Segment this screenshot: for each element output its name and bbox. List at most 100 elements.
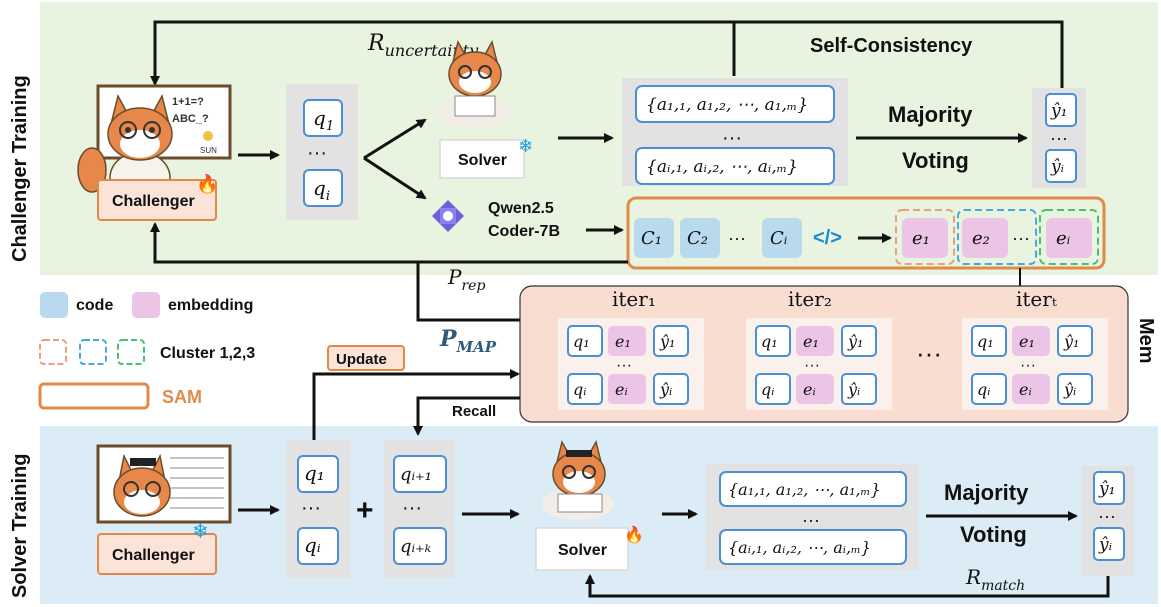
answer-set-box-i xyxy=(635,147,835,185)
majority-label-top: Majority xyxy=(888,102,973,127)
recalled-question-text-last: qᵢ₊ₖ xyxy=(400,536,432,557)
challenger-top-label: Challenger xyxy=(112,193,195,210)
question-box-1-bottom xyxy=(297,455,339,493)
challenger-character-top: 1+1=? ABC_? SUN xyxy=(77,84,232,205)
svg-text:ŷ₁: ŷ₁ xyxy=(659,332,675,351)
majority-label-bottom: Majority xyxy=(944,480,1029,505)
question-text-1-bottom: q₁ xyxy=(304,461,325,485)
svg-text:q₁: q₁ xyxy=(977,332,994,351)
memory-group-iter-1: q₁ e₁ ŷ₁ ··· qᵢ eᵢ ŷᵢ xyxy=(558,318,704,410)
iter-t-label: iterₜ xyxy=(1016,287,1057,311)
r-match-feedback-arrow xyxy=(585,574,1110,598)
question-box-1 xyxy=(303,99,343,137)
svg-text:ŷᵢ: ŷᵢ xyxy=(1063,380,1076,399)
code-ellipsis: ··· xyxy=(728,228,746,248)
iter-2-label: iter₂ xyxy=(788,287,832,311)
qwen-logo-icon xyxy=(432,200,464,232)
cluster-3-dashed-box xyxy=(1039,209,1099,265)
solver-top-label-box xyxy=(439,139,525,179)
legend-cluster-2-swatch xyxy=(79,339,107,365)
pseudo-label-text-1-top: ŷ₁ xyxy=(1050,101,1067,121)
answers-ellipsis-top: ··· xyxy=(722,127,742,149)
svg-text:qᵢ: qᵢ xyxy=(761,380,774,399)
sam-box xyxy=(626,196,1106,270)
p-map-label: PMAP xyxy=(439,326,497,356)
pseudo-labels-ellipsis-bottom: ··· xyxy=(1098,506,1116,526)
voting-label-top: Voting xyxy=(902,148,969,173)
answer-set-text-1: {a₁,₁, a₁,₂, ⋯, a₁,ₘ} xyxy=(646,95,808,115)
code-block-2 xyxy=(680,218,720,258)
update-arrow xyxy=(312,369,520,440)
p-rep-label: Prep xyxy=(447,265,485,294)
legend-sam-label: SAM xyxy=(162,387,202,407)
svg-text:q₁: q₁ xyxy=(761,332,778,351)
snowflake-icon: ❄ xyxy=(518,136,533,156)
svg-text:ŷ₁: ŷ₁ xyxy=(1063,332,1079,351)
update-label-box xyxy=(327,345,405,371)
svg-text:···: ··· xyxy=(1020,357,1036,374)
svg-text:ŷ₁: ŷ₁ xyxy=(847,332,863,351)
code-block-1 xyxy=(634,218,674,258)
qwen-coder-name-line1: Qwen2.5 xyxy=(488,200,554,217)
question-text-1: q1 xyxy=(313,106,334,134)
pseudo-label-box-1-top xyxy=(1045,93,1077,127)
answer-set-text-i: {aᵢ,₁, aᵢ,₂, ⋯, aᵢ,ₘ} xyxy=(646,157,798,177)
code-block-i xyxy=(762,218,802,258)
svg-text:1+1=?: 1+1=? xyxy=(172,96,204,108)
question-box-i-bottom xyxy=(297,527,339,565)
answer-set-box-1-bottom xyxy=(719,471,907,507)
embedding-block-1 xyxy=(902,218,948,258)
svg-text:SUN: SUN xyxy=(200,146,217,155)
legend-code-swatch xyxy=(40,292,68,318)
recalled-question-box-first xyxy=(393,455,447,493)
code-text-1: C₁ xyxy=(641,228,662,249)
legend-embedding-swatch xyxy=(132,292,160,318)
embedding-text-1: e₁ xyxy=(912,228,930,249)
branch-arrow-to-solver xyxy=(363,118,427,160)
pseudo-labels-ellipsis-top: ··· xyxy=(1050,128,1068,148)
recalled-question-text-first: qᵢ₊₁ xyxy=(400,464,432,485)
svg-text:e₁: e₁ xyxy=(1019,332,1035,351)
code-text-2: C₂ xyxy=(687,228,708,249)
fire-icon: 🔥 xyxy=(196,173,218,194)
challenger-training-label: Challenger Training xyxy=(9,75,31,262)
legend-sam-swatch xyxy=(38,382,150,410)
questions-ellipsis-bottom: ··· xyxy=(301,497,321,519)
r-match-label: Rmatch xyxy=(965,565,1025,594)
branch-arrow-to-coder xyxy=(363,156,427,200)
answer-set-box-1 xyxy=(635,85,835,123)
embedding-block-2 xyxy=(962,218,1008,258)
solver-character-bottom xyxy=(542,439,614,520)
svg-text:qᵢ: qᵢ xyxy=(573,380,586,399)
solver-top-label: Solver xyxy=(458,152,507,169)
answer-set-box-i-bottom xyxy=(719,529,907,565)
svg-text:eᵢ: eᵢ xyxy=(615,380,628,399)
p-map-connector xyxy=(416,262,520,322)
pseudo-label-box-1-bottom xyxy=(1093,471,1125,505)
svg-text:···: ··· xyxy=(616,357,632,374)
recalled-question-box-last xyxy=(393,527,447,565)
cluster-2-dashed-box xyxy=(957,209,1037,265)
solver-bottom-label-box xyxy=(535,527,629,571)
self-consistency-label: Self-Consistency xyxy=(810,35,973,57)
iter-between-ellipsis: ··· xyxy=(916,338,942,368)
pseudo-label-text-1-bottom: ŷ₁ xyxy=(1098,479,1115,499)
questions-ellipsis: ··· xyxy=(307,142,327,164)
update-label: Update xyxy=(336,351,387,368)
solver-character-top xyxy=(441,39,509,128)
cluster-1-dashed-box xyxy=(895,209,955,265)
challenger-character-bottom xyxy=(96,444,232,524)
pseudo-label-text-i-top: ŷᵢ xyxy=(1050,157,1064,177)
svg-text:eᵢ: eᵢ xyxy=(1019,380,1032,399)
embedding-text-i: eᵢ xyxy=(1056,228,1071,249)
challenger-top-label-box xyxy=(97,179,217,221)
svg-text:···: ··· xyxy=(804,357,820,374)
qwen-coder-name-line2: Coder-7B xyxy=(488,223,560,240)
recall-arrow xyxy=(413,396,520,436)
challenger-bottom-label: Challenger xyxy=(112,547,195,564)
mem-label: Mem xyxy=(1135,318,1157,364)
embedding-block-i xyxy=(1046,218,1092,258)
answers-ellipsis-bottom: ··· xyxy=(802,510,820,530)
question-text-i-bottom: qᵢ xyxy=(304,533,321,557)
legend-cluster-3-swatch xyxy=(117,339,145,365)
